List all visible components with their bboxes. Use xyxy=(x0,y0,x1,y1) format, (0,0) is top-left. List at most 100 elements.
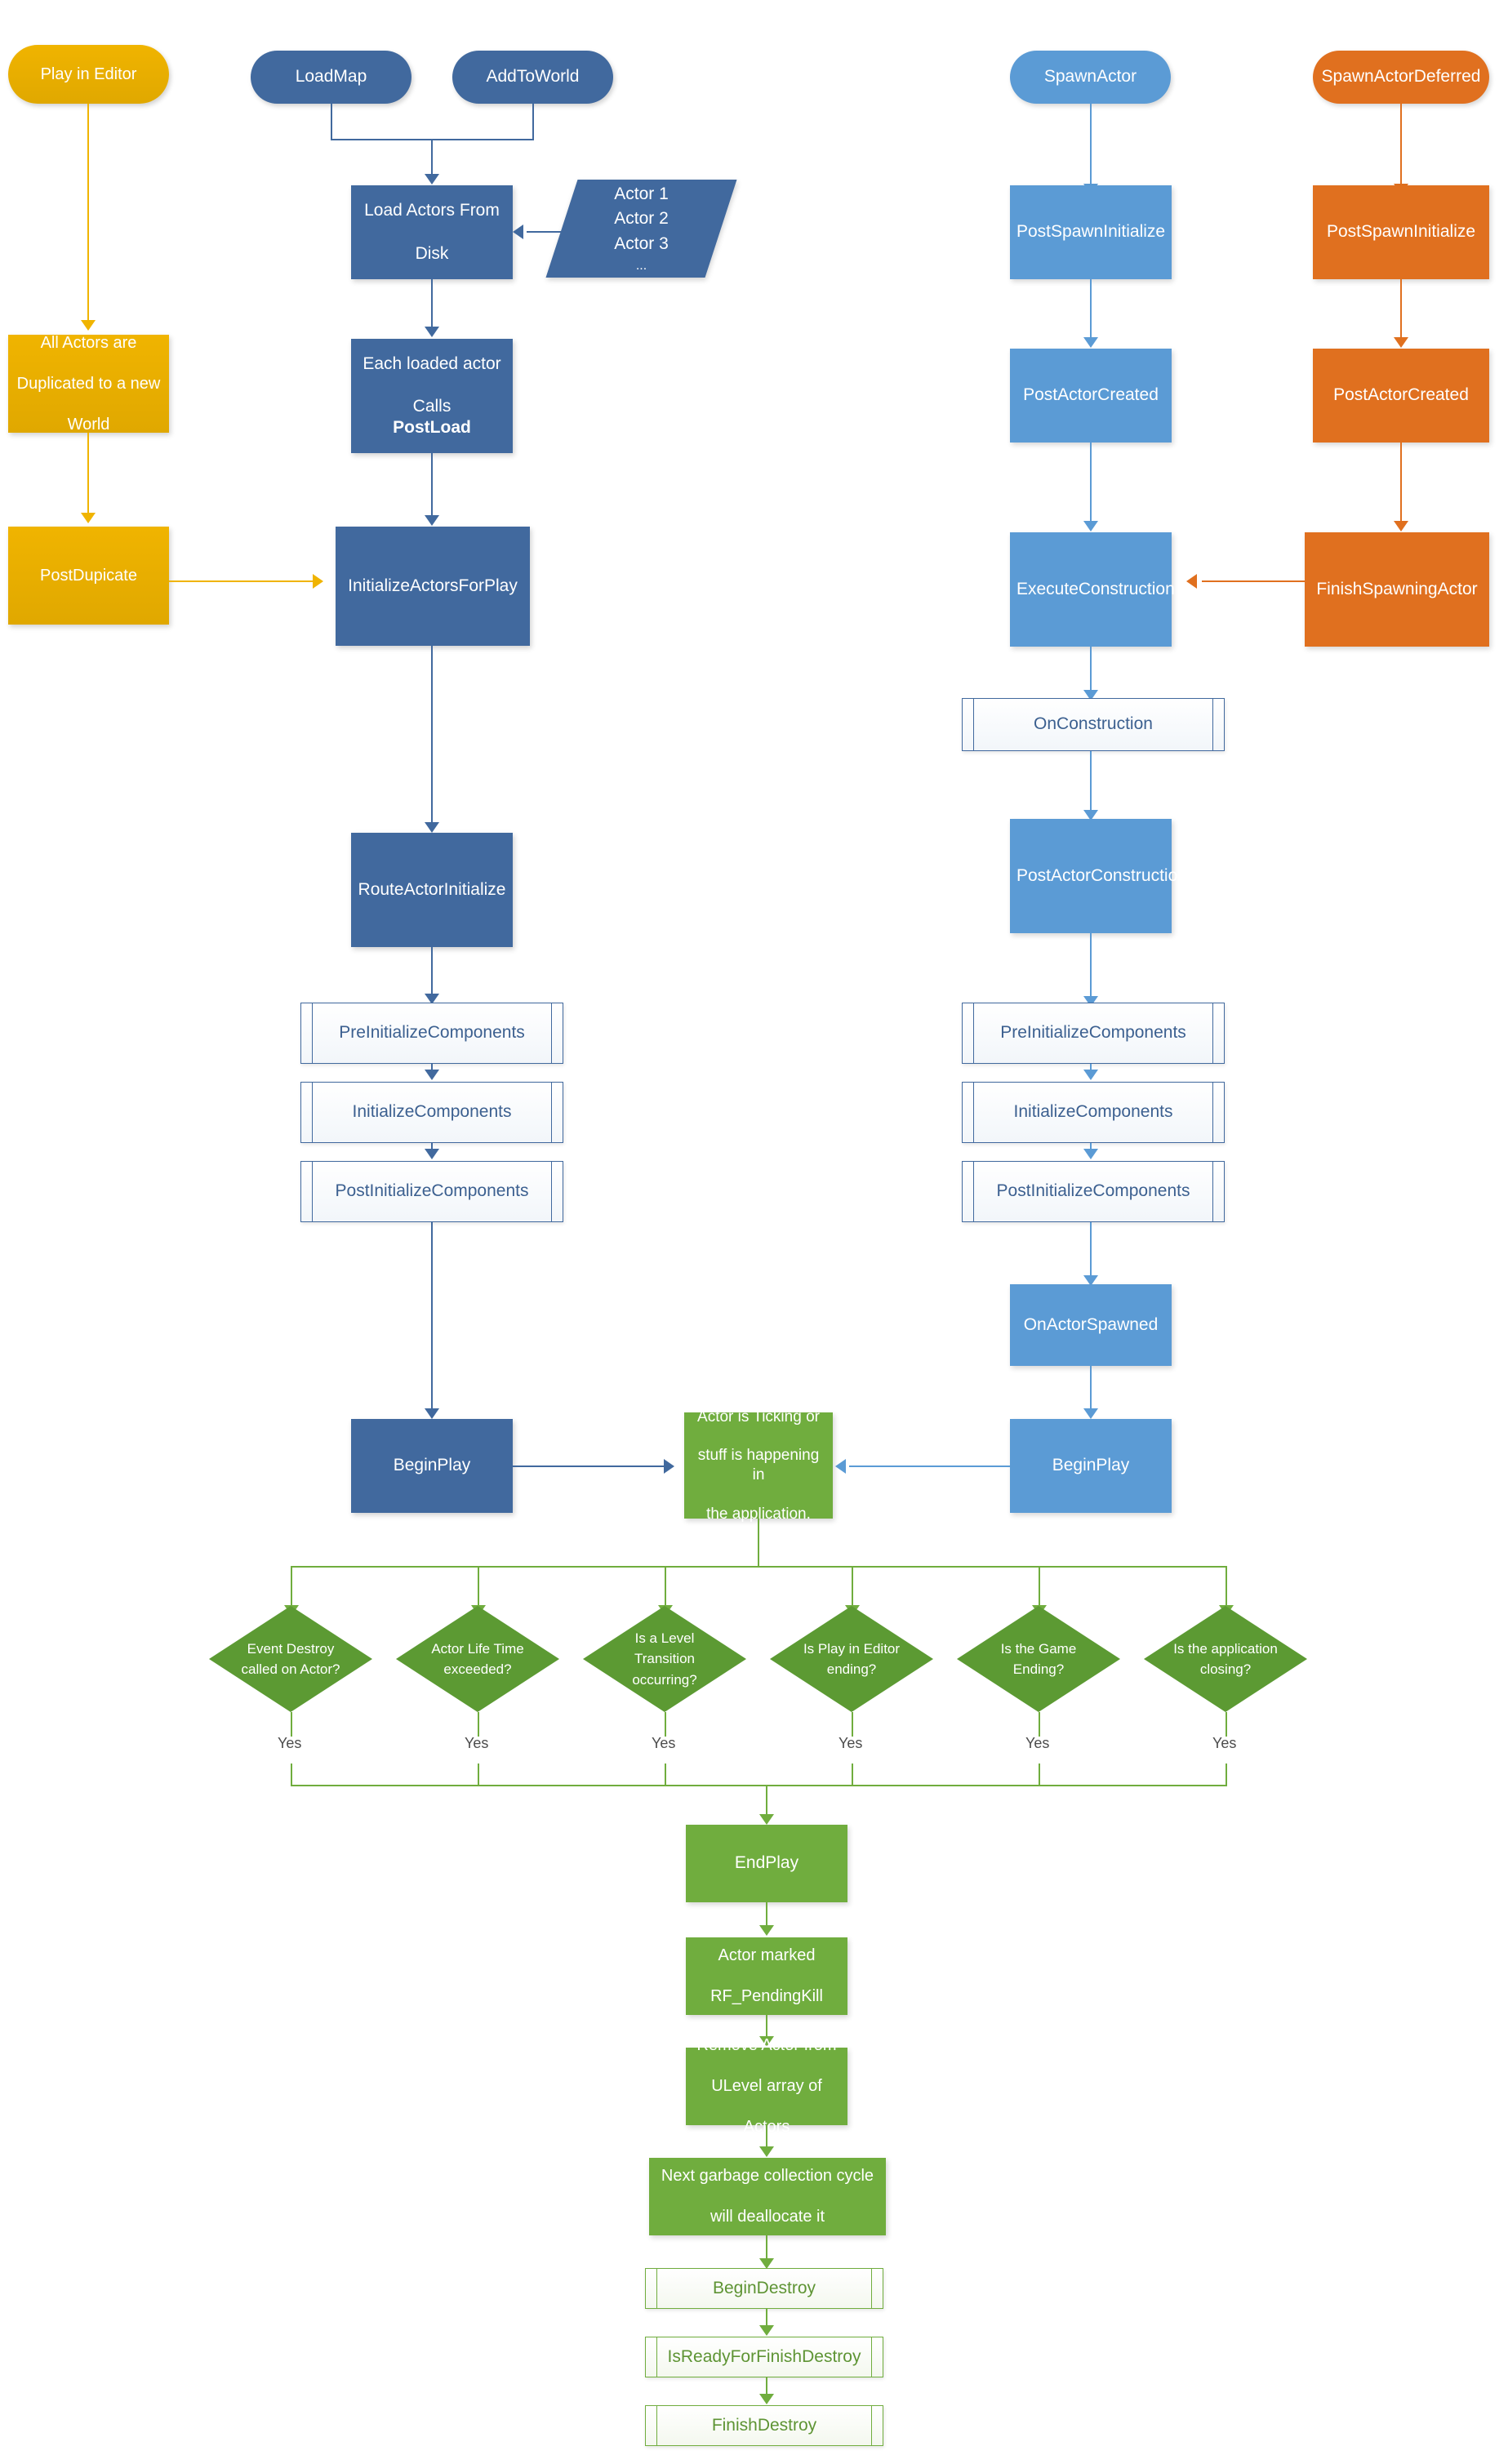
node-addtoworld[interactable]: AddToWorld xyxy=(452,51,613,104)
node-actor-list[interactable]: Actor 1 Actor 2 Actor 3 ... xyxy=(545,180,737,278)
edge-initializeactors-to-routeactor xyxy=(431,646,433,824)
node-post-spawn-initialize-deferred[interactable]: PostSpawnInitialize xyxy=(1313,185,1489,279)
edge-spawndeferred-to-postspawn xyxy=(1400,104,1402,185)
node-pre-initialize-components-spawn[interactable]: PreInitializeComponents xyxy=(962,1003,1225,1064)
node-post-dupicate[interactable]: PostDupicate xyxy=(8,527,169,625)
arrow-down-icon xyxy=(759,1814,774,1825)
edge-decision-3-yes-tail xyxy=(665,1763,666,1786)
decision-bus-top xyxy=(291,1566,1226,1568)
node-finish-destroy[interactable]: FinishDestroy xyxy=(645,2405,883,2446)
node-initialize-components-spawn[interactable]: InitializeComponents xyxy=(962,1082,1225,1143)
edge-label-yes-1: Yes xyxy=(278,1735,302,1751)
edge-pie-to-duplicate xyxy=(87,104,89,322)
edge-postdupicate-to-initializeactors xyxy=(169,580,314,582)
node-loadmap[interactable]: LoadMap xyxy=(251,51,411,104)
edge-bus-to-decision-6 xyxy=(1226,1566,1227,1607)
node-next-garbage-collection[interactable]: Next garbage collection cycle will deall… xyxy=(649,2158,886,2235)
edge-onactorspawned-to-beginplay xyxy=(1090,1366,1092,1411)
node-initialize-actors-for-play[interactable]: InitializeActorsForPlay xyxy=(336,527,530,646)
edge-label-yes-6: Yes xyxy=(1212,1735,1237,1751)
edge-remove-to-gc xyxy=(766,2125,767,2148)
arrow-down-icon xyxy=(759,2146,774,2157)
node-post-actor-construction[interactable]: PostActorConstruction xyxy=(1010,819,1187,933)
edge-label-yes-2: Yes xyxy=(465,1735,489,1751)
node-play-in-editor[interactable]: Play in Editor xyxy=(8,45,169,104)
edge-decision-2-yes-tail xyxy=(478,1763,479,1786)
decision-play-in-editor-ending[interactable]: Is Play in Editor ending? xyxy=(770,1606,933,1712)
edge-endplay-to-pendingkill xyxy=(766,1902,767,1927)
node-each-loaded-actor-postload[interactable]: Each loaded actor Calls PostLoad xyxy=(351,339,513,453)
edge-label-yes-5: Yes xyxy=(1025,1735,1050,1751)
node-remove-actor-from-ulevel[interactable]: Remove Actor from ULevel array of Actors xyxy=(686,2036,847,2136)
arrow-down-icon xyxy=(1083,521,1098,531)
node-all-actors-duplicated[interactable]: All Actors are Duplicated to a new World xyxy=(8,334,169,434)
edge-postactorcreated-to-finishspawning xyxy=(1400,443,1402,524)
edge-postspawn-to-postactorcreated-deferred xyxy=(1400,279,1402,340)
node-route-actor-initialize[interactable]: RouteActorInitialize xyxy=(351,833,513,947)
edge-loadactors-to-postload xyxy=(431,279,433,328)
arrow-down-icon xyxy=(1083,1408,1098,1419)
node-pre-initialize-components-load[interactable]: PreInitializeComponents xyxy=(300,1003,563,1064)
arrow-down-icon xyxy=(425,822,439,833)
arrow-down-icon xyxy=(425,515,439,526)
arrow-down-icon xyxy=(1083,337,1098,348)
node-spawn-actor[interactable]: SpawnActor xyxy=(1010,51,1171,104)
edge-decision-3-yes xyxy=(665,1712,666,1737)
decision-actor-life-time[interactable]: Actor Life Time exceeded? xyxy=(396,1606,559,1712)
arrow-left-icon xyxy=(513,225,523,239)
node-actor-is-ticking[interactable]: Actor is Ticking or stuff is happening i… xyxy=(684,1408,833,1523)
edge-duplicate-to-postdupicate xyxy=(87,433,89,514)
edge-decision-6-yes-tail xyxy=(1226,1763,1227,1786)
node-post-spawn-initialize-spawn[interactable]: PostSpawnInitialize xyxy=(1010,185,1172,279)
node-on-construction[interactable]: OnConstruction xyxy=(962,698,1225,751)
arrow-left-icon xyxy=(1186,574,1197,589)
node-end-play[interactable]: EndPlay xyxy=(686,1825,847,1902)
node-post-initialize-components-load[interactable]: PostInitializeComponents xyxy=(300,1161,563,1222)
node-post-actor-created-deferred[interactable]: PostActorCreated xyxy=(1313,349,1489,443)
arrow-down-icon xyxy=(425,1070,439,1080)
arrow-down-icon xyxy=(1083,690,1098,701)
node-post-actor-created-spawn[interactable]: PostActorCreated xyxy=(1010,349,1172,443)
edge-ticking-to-bus xyxy=(758,1519,759,1568)
edge-decision-5-yes xyxy=(1039,1712,1040,1737)
node-spawn-actor-deferred[interactable]: SpawnActorDeferred xyxy=(1313,51,1489,104)
edge-decision-4-yes xyxy=(852,1712,853,1737)
node-is-ready-for-finish-destroy[interactable]: IsReadyForFinishDestroy xyxy=(645,2337,883,2377)
arrow-down-icon xyxy=(425,327,439,337)
edge-beginplay-to-ticking-left xyxy=(513,1466,668,1467)
edge-label-yes-4: Yes xyxy=(839,1735,863,1751)
edge-bus-to-decision-2 xyxy=(478,1566,479,1607)
arrow-down-icon xyxy=(1083,1070,1098,1080)
edge-begindestroy-to-isready xyxy=(766,2309,767,2327)
node-load-actors-from-disk[interactable]: Load Actors From Disk xyxy=(351,185,513,279)
edge-routeactor-to-precomp xyxy=(431,947,433,996)
edge-precomp-to-comp-spawn xyxy=(1090,1064,1092,1072)
node-on-actor-spawned[interactable]: OnActorSpawned xyxy=(1010,1284,1172,1366)
arrow-down-icon xyxy=(1394,337,1408,348)
node-execute-construction[interactable]: ExecuteConstruction xyxy=(1010,532,1175,647)
decision-level-transition[interactable]: Is a Level Transition occurring? xyxy=(583,1606,746,1712)
node-begin-destroy[interactable]: BeginDestroy xyxy=(645,2268,883,2309)
node-finish-spawning-actor[interactable]: FinishSpawningActor xyxy=(1305,532,1489,647)
edge-postactorcreated-to-executeconstruction xyxy=(1090,443,1092,524)
edge-decision-5-yes-tail xyxy=(1039,1763,1040,1786)
node-actor-marked-pending-kill[interactable]: Actor marked RF_PendingKill xyxy=(686,1937,847,2015)
node-begin-play-load[interactable]: BeginPlay xyxy=(351,1419,513,1513)
edge-decision-1-yes xyxy=(291,1712,292,1737)
arrow-down-icon xyxy=(759,2258,774,2269)
edge-postactorconstruction-to-precomp xyxy=(1090,933,1092,1000)
node-post-initialize-components-spawn[interactable]: PostInitializeComponents xyxy=(962,1161,1225,1222)
edge-decision-1-yes-tail xyxy=(291,1763,292,1786)
arrow-down-icon xyxy=(425,994,439,1004)
node-begin-play-spawn[interactable]: BeginPlay xyxy=(1010,1419,1172,1513)
edge-decision-2-yes xyxy=(478,1712,479,1737)
decision-event-destroy[interactable]: Event Destroy called on Actor? xyxy=(209,1606,372,1712)
arrow-down-icon xyxy=(759,2036,774,2047)
arrow-down-icon xyxy=(425,1408,439,1419)
node-initialize-components-load[interactable]: InitializeComponents xyxy=(300,1082,563,1143)
decision-application-closing[interactable]: Is the application closing? xyxy=(1144,1606,1307,1712)
decision-game-ending[interactable]: Is the Game Ending? xyxy=(957,1606,1120,1712)
edge-executeconstruction-to-onconstruction xyxy=(1090,647,1092,692)
edge-postcomp-to-beginplay-load xyxy=(431,1222,433,1410)
